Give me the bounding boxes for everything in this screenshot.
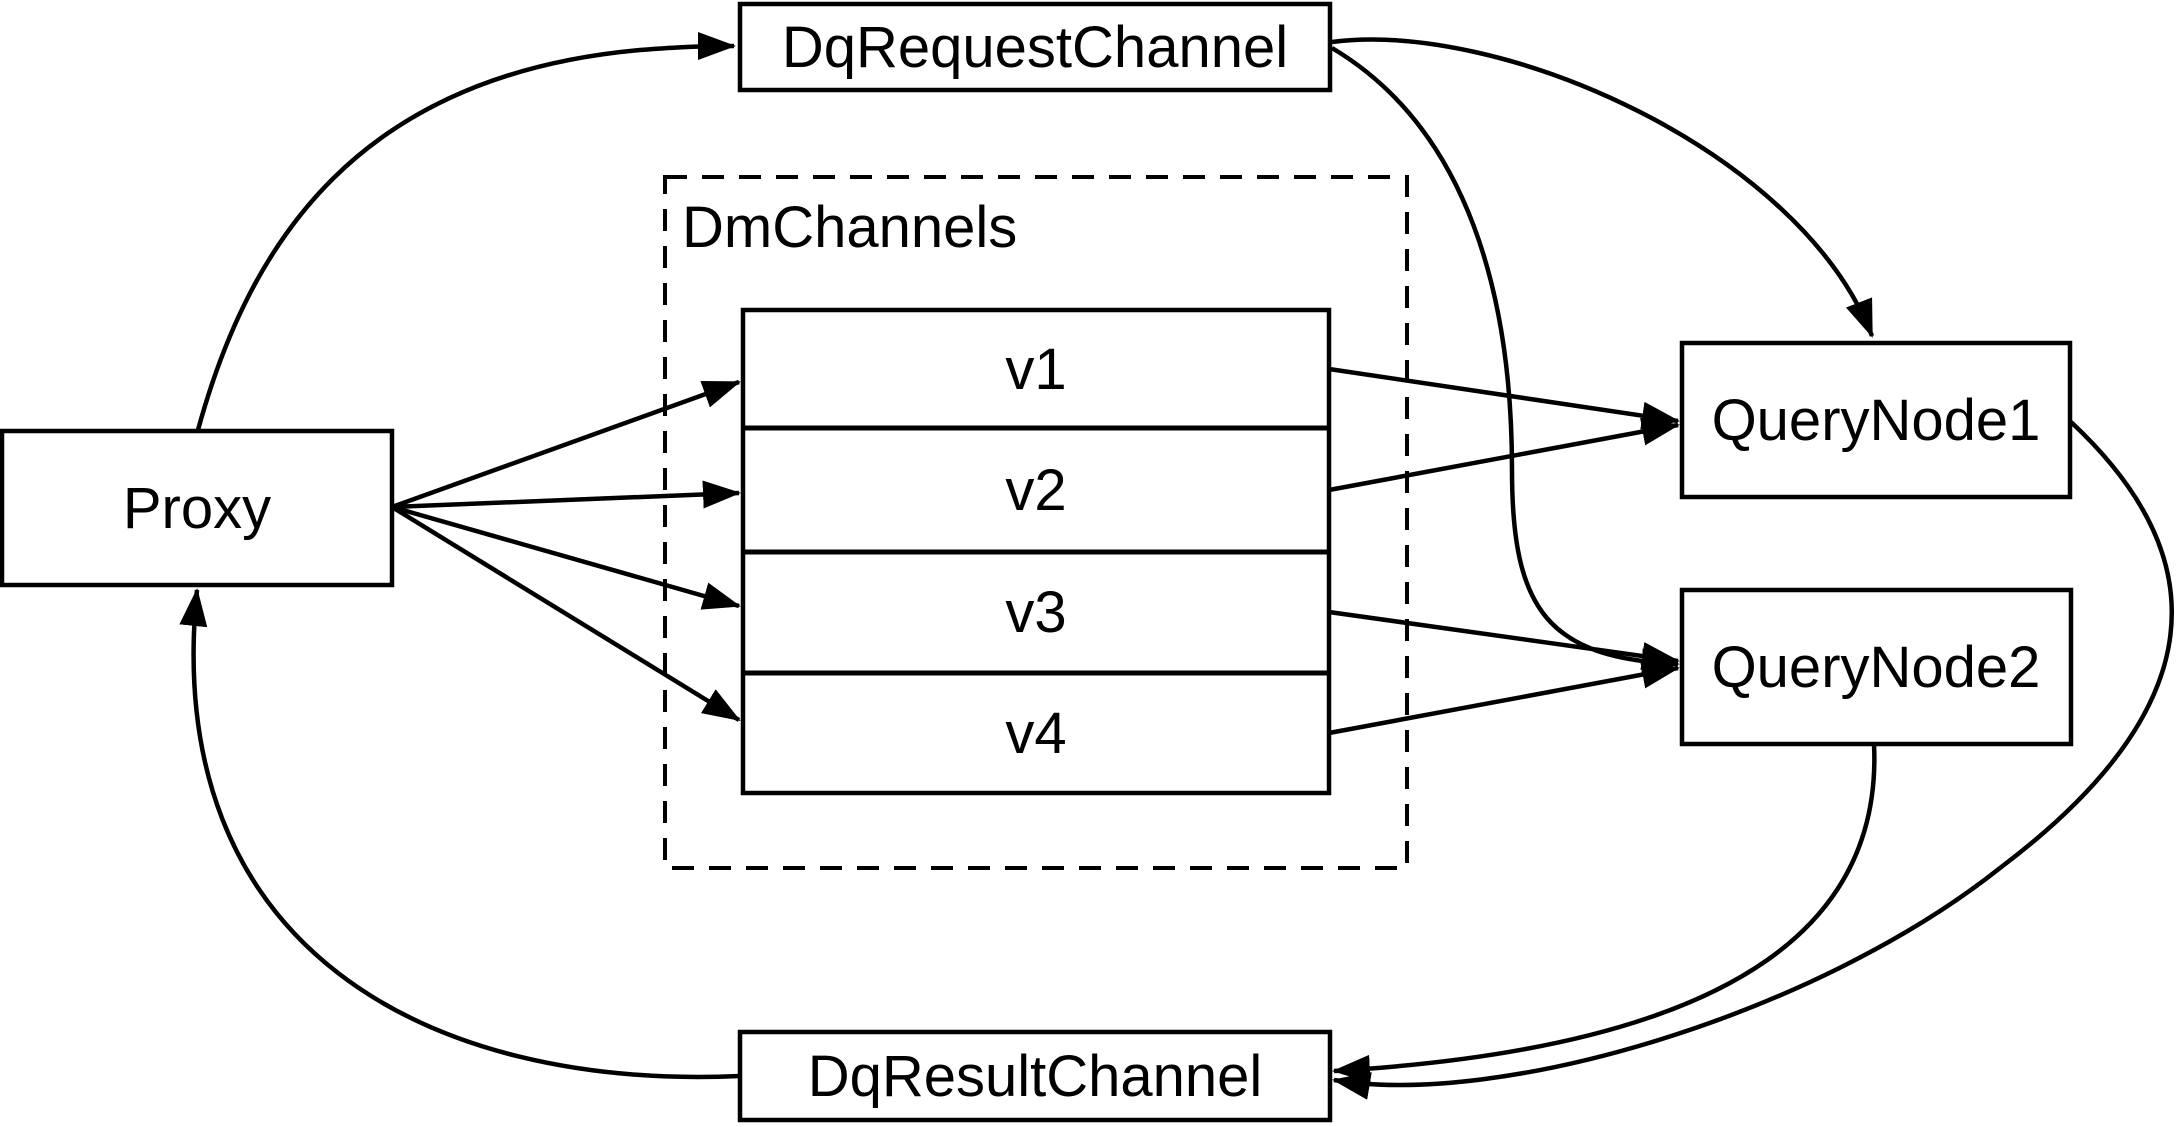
edge-dqrequestchannel-to-querynode2 [1330,46,1680,677]
group-dm-channels: DmChannels v1 v2 v3 v4 [663,175,1409,870]
edge-querynode2-to-dqresultchannel [1332,743,1877,1083]
query-node-1-label: QueryNode1 [1712,388,2041,453]
query-node-2-label: QueryNode2 [1712,635,2041,700]
node-dq-result-channel: DqResultChannel [737,1029,1333,1123]
dq-request-channel-label: DqRequestChannel [782,15,1288,80]
edges [179,32,2174,1100]
edge-querynode1-to-dqresultchannel [1332,420,2174,1100]
channel-table: v1 v2 v3 v4 [740,307,1332,796]
channel-row-v1: v1 [1005,337,1066,402]
edge-v2-to-querynode1 [1328,417,1680,493]
edge-dqresultchannel-to-proxy [179,588,741,1080]
dm-channels-dashed-border [663,175,1409,870]
node-query-node-1: QueryNode1 [1679,340,2073,500]
proxy-box [0,428,395,588]
channel-row-v2: v2 [1005,458,1066,523]
edge-proxy-to-dqrequestchannel [195,32,736,431]
edge-v1-to-querynode1 [1328,366,1680,430]
query-node-1-box [1679,340,2073,500]
edge-proxy-to-v3 [391,504,741,610]
edge-dqrequestchannel-to-querynode1 [1331,37,1875,338]
dq-request-channel-box [737,1,1333,93]
dm-channels-label: DmChannels [682,195,1017,260]
dq-result-channel-label: DqResultChannel [808,1044,1263,1109]
node-dq-request-channel: DqRequestChannel [737,1,1333,93]
query-node-2-box [1679,587,2074,747]
edge-v4-to-querynode2 [1328,660,1680,736]
edge-proxy-to-v4 [390,505,741,722]
channel-row-v3: v3 [1005,580,1066,645]
edge-v3-to-querynode2 [1328,609,1680,670]
channel-row-v4: v4 [1005,701,1066,766]
edge-proxy-to-v2 [391,480,741,510]
node-query-node-2: QueryNode2 [1679,587,2074,747]
node-proxy: Proxy [0,428,395,588]
proxy-label: Proxy [123,476,271,541]
edge-proxy-to-v1 [391,379,741,510]
dq-result-channel-box [737,1029,1333,1123]
